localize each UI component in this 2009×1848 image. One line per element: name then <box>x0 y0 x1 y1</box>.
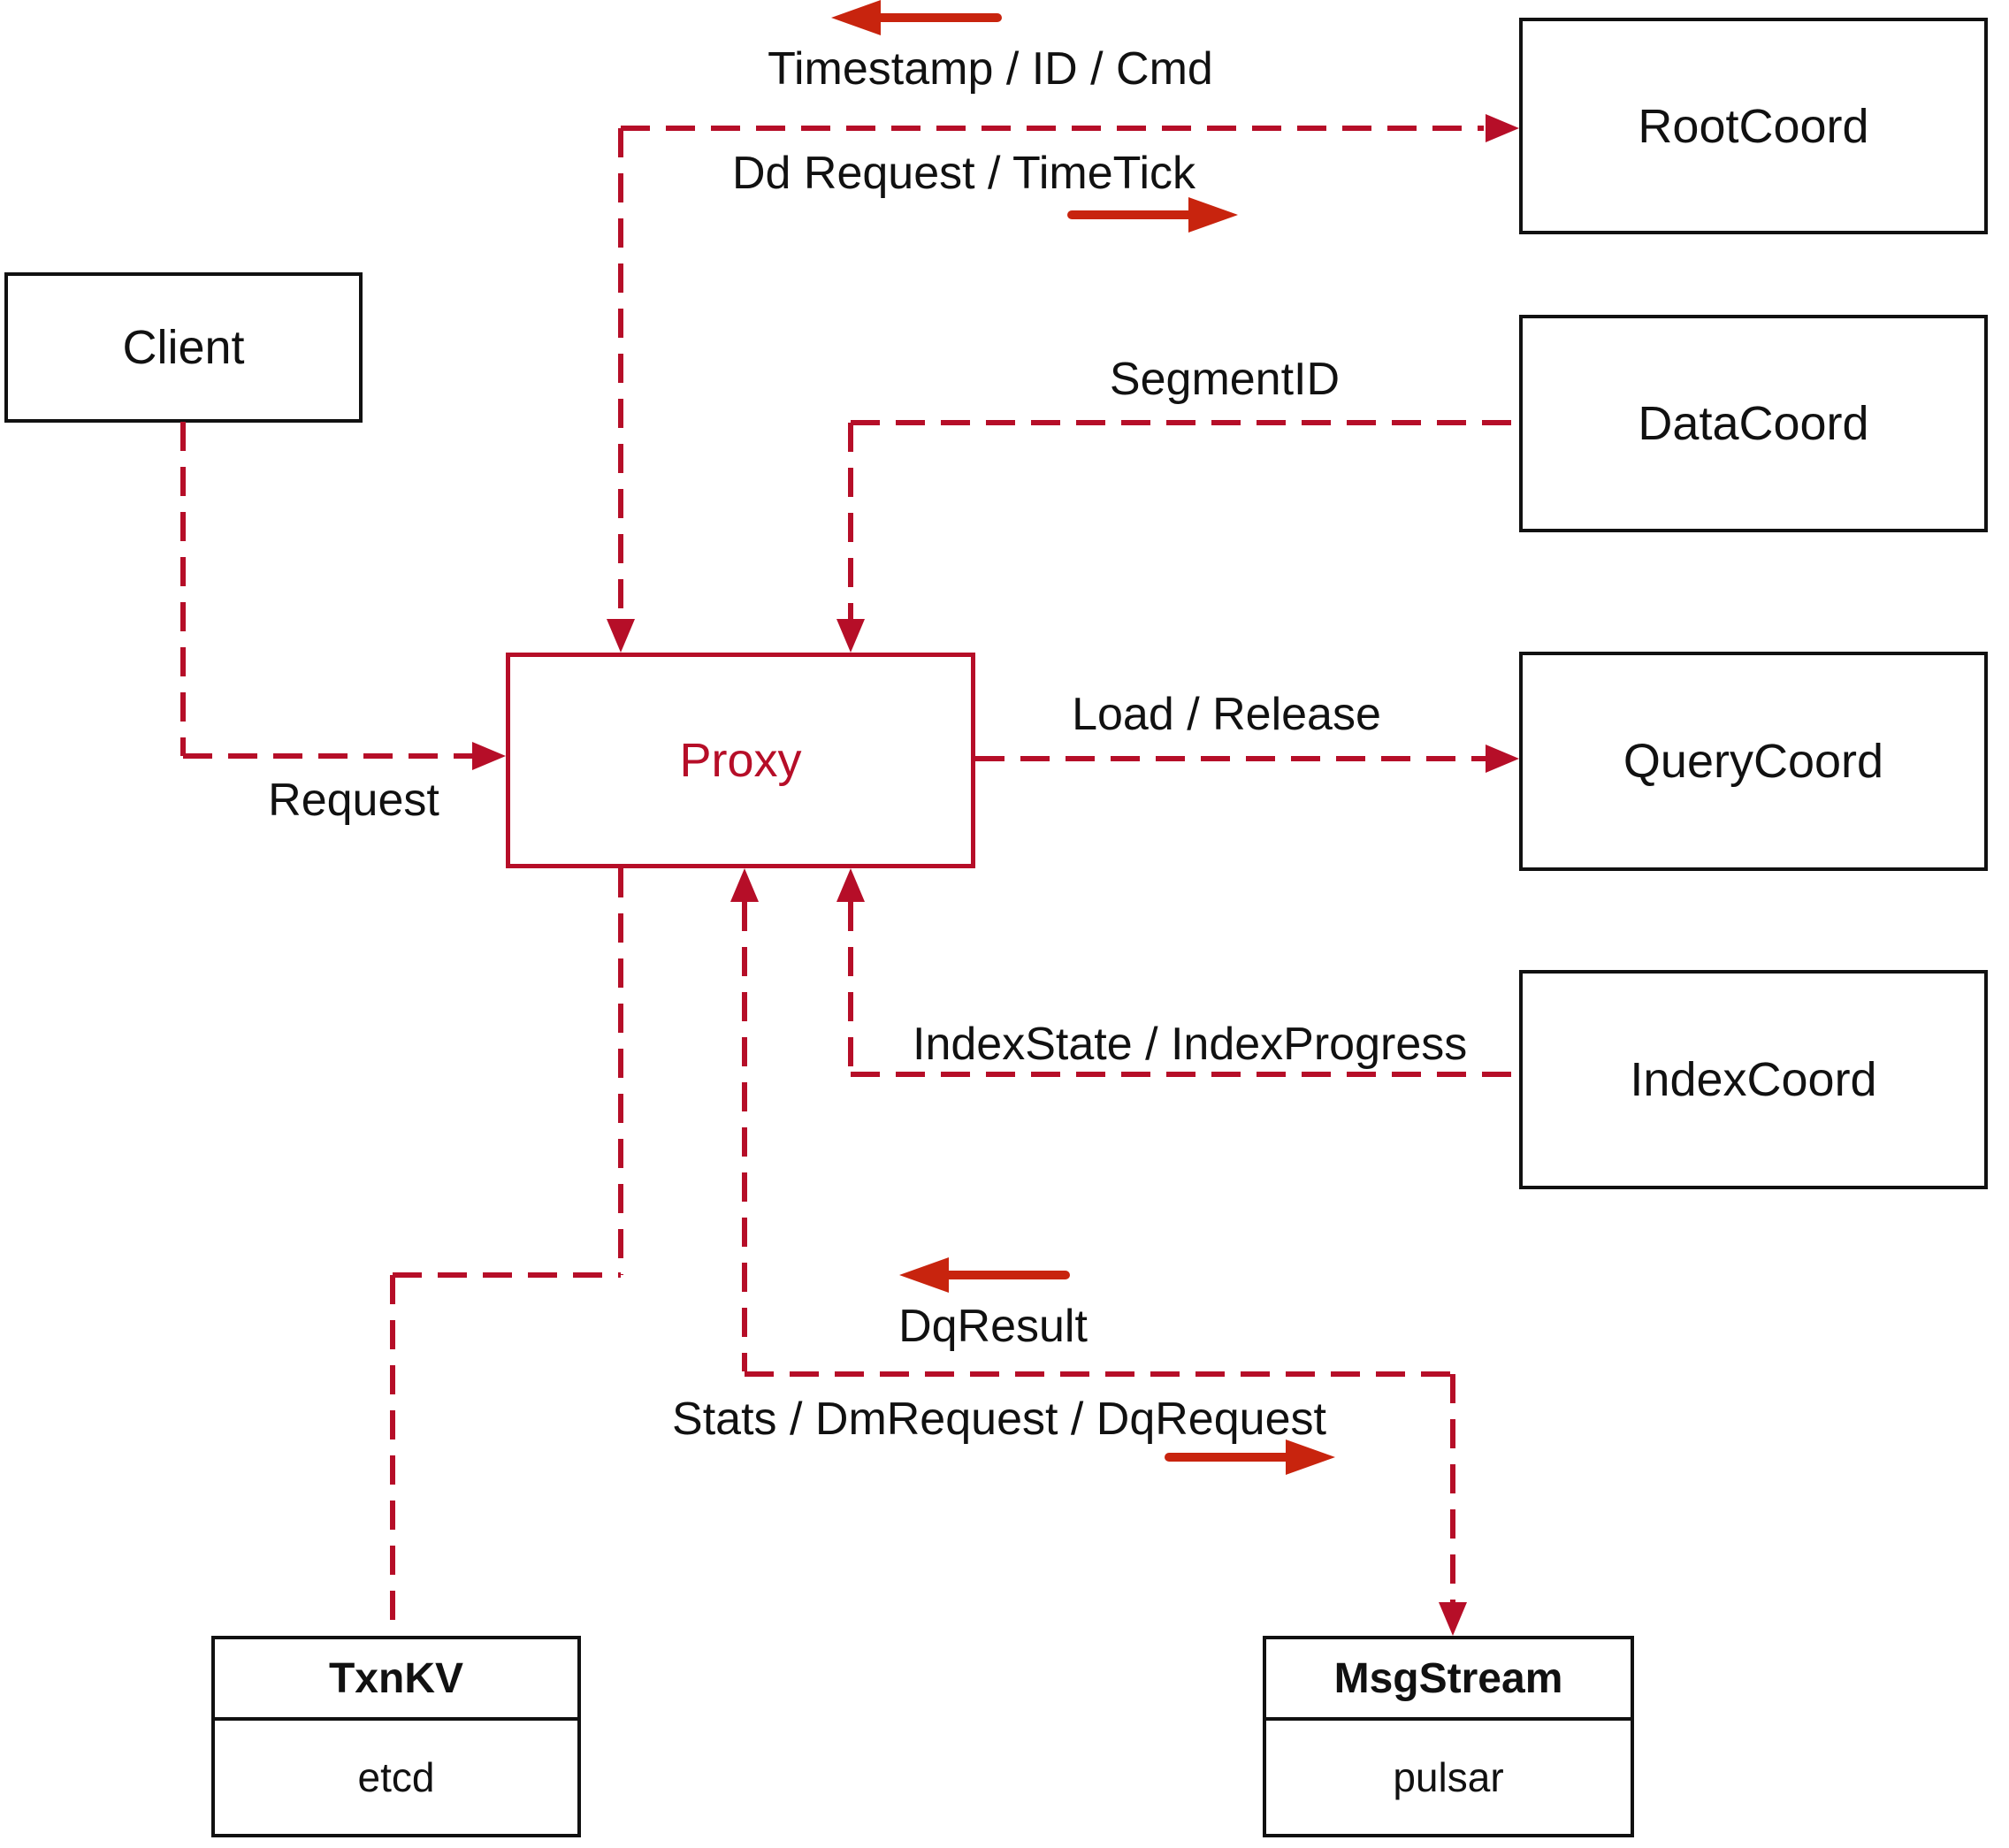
edge-datacoord-proxy-hline <box>851 420 1519 425</box>
edge-client-proxy-vline <box>180 422 186 756</box>
arrowhead-right-into-proxy-icon <box>472 742 506 770</box>
node-rootcoord: RootCoord <box>1519 18 1988 234</box>
edge-label-segmentid: SegmentID <box>1109 354 1341 405</box>
node-proxy-label: Proxy <box>679 734 802 787</box>
edge-label-load-release: Load / Release <box>1072 689 1381 740</box>
edge-indexcoord-proxy-hline <box>851 1072 1519 1077</box>
edge-proxy-txnkv-hline <box>393 1272 621 1278</box>
node-txnkv-subtitle: etcd <box>357 1754 435 1800</box>
node-indexcoord-label: IndexCoord <box>1630 1053 1877 1106</box>
node-client: Client <box>4 272 363 423</box>
arrowhead-up-into-proxy-bottom-right-icon <box>836 868 865 902</box>
arrow-head <box>1188 197 1238 233</box>
edge-datacoord-proxy-vline <box>848 423 853 619</box>
node-querycoord: QueryCoord <box>1519 652 1988 871</box>
node-msgstream-title: MsgStream <box>1266 1639 1631 1721</box>
arrowhead-down-into-msgstream-icon <box>1439 1602 1467 1636</box>
edge-label-request: Request <box>268 775 439 826</box>
node-msgstream: MsgStream pulsar <box>1263 1636 1634 1837</box>
edge-label-dd-request-timetick: Dd Request / TimeTick <box>731 148 1195 199</box>
node-querycoord-label: QueryCoord <box>1623 735 1884 788</box>
node-datacoord-label: DataCoord <box>1638 397 1869 450</box>
edge-proxy-msgstream-hline <box>745 1371 1453 1377</box>
edge-proxy-txnkv-vline-lower <box>390 1275 395 1636</box>
arrow-right-icon <box>1066 197 1238 233</box>
edge-label-stats-dmrequest-dqrequest: Stats / DmRequest / DqRequest <box>672 1394 1326 1445</box>
node-msgstream-subtitle: pulsar <box>1393 1754 1504 1800</box>
arrow-right-icon <box>1163 1439 1335 1475</box>
arrowhead-right-into-rootcoord-icon <box>1486 114 1519 142</box>
node-datacoord: DataCoord <box>1519 315 1988 532</box>
edge-proxy-txnkv-vline-upper <box>618 868 623 1275</box>
edge-client-proxy-hline <box>183 753 472 759</box>
arrow-head <box>1286 1439 1335 1475</box>
edge-label-dqresult: DqResult <box>898 1301 1088 1352</box>
arrowhead-down-into-proxy-top-right-icon <box>836 619 865 653</box>
node-proxy: Proxy <box>506 653 975 868</box>
arrow-shaft <box>1067 210 1208 219</box>
edge-proxy-rootcoord-vline <box>618 128 623 619</box>
node-rootcoord-label: RootCoord <box>1638 99 1869 153</box>
edge-label-indexstate-indexprogress: IndexState / IndexProgress <box>913 1019 1468 1070</box>
edge-indexcoord-proxy-vline <box>848 902 853 1072</box>
node-txnkv: TxnKV etcd <box>211 1636 581 1837</box>
arrowhead-up-into-proxy-bottom-middle-icon <box>730 868 759 902</box>
node-txnkv-title: TxnKV <box>215 1639 577 1721</box>
node-client-label: Client <box>122 321 245 374</box>
edge-proxy-rootcoord-hline <box>621 126 1484 131</box>
arrow-shaft <box>861 13 1002 22</box>
arrow-left-icon <box>831 0 1004 35</box>
arrow-shaft <box>1165 1453 1305 1462</box>
edge-proxy-msgstream-vline-upper <box>742 902 747 1371</box>
node-indexcoord: IndexCoord <box>1519 970 1988 1189</box>
edge-proxy-msgstream-vline-lower <box>1450 1374 1455 1602</box>
arrow-head <box>899 1257 949 1293</box>
arrowhead-down-into-proxy-top-left-icon <box>607 619 635 653</box>
arrowhead-right-into-querycoord-icon <box>1486 745 1519 773</box>
edge-proxy-querycoord-hline <box>975 756 1486 761</box>
edge-label-timestamp-id-cmd: Timestamp / ID / Cmd <box>768 43 1213 95</box>
arrow-left-icon <box>899 1257 1072 1293</box>
arrow-shaft <box>929 1271 1070 1279</box>
arrow-head <box>831 0 881 35</box>
